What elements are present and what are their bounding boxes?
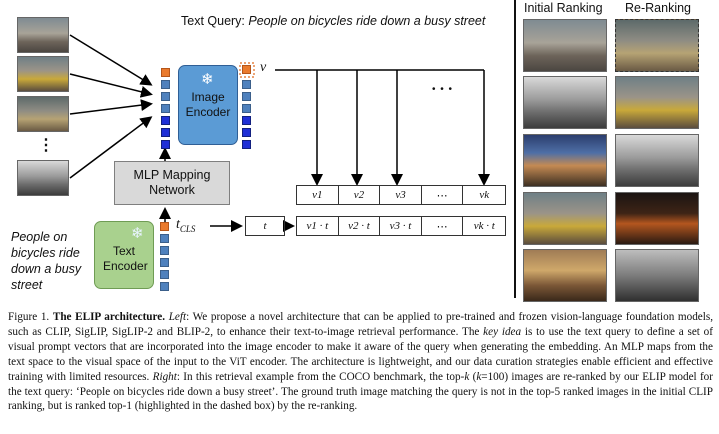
text-token-6 [160, 282, 169, 291]
output-token-2 [242, 80, 251, 89]
initial-rank-2 [523, 76, 607, 129]
mlp-label: MLP Mapping Network [133, 168, 211, 197]
caption-text-1: : We propose a novel architecture that c… [8, 311, 714, 338]
rerank-1-ground-truth [615, 19, 699, 72]
initial-rank-5 [523, 249, 607, 302]
prompt-token-1 [161, 68, 170, 77]
input-image-3 [17, 96, 69, 132]
rerank-3 [615, 134, 699, 187]
caption-left-label: Left [168, 311, 187, 323]
output-token-5 [242, 116, 251, 125]
v-row: v1 v2 v3 ⋯ vk [296, 185, 506, 205]
v-cell-1: v1 [297, 186, 339, 204]
text-encoder-label: Text Encoder [103, 244, 148, 273]
visual-prompt-token-1 [161, 116, 170, 125]
prompt-token-3 [161, 92, 170, 101]
input-image-1 [17, 17, 69, 53]
text-token-5 [160, 270, 169, 279]
caption-text-4: ( [469, 370, 477, 383]
ellipsis: • • • [432, 84, 454, 95]
vt-cell-2: v2 · t [339, 217, 381, 235]
vt-cell-3: v3 · t [380, 217, 422, 235]
v-cell-k: vk [479, 189, 490, 201]
output-token-1 [242, 65, 251, 74]
rerank-5 [615, 249, 699, 302]
visual-prompt-token-3 [161, 140, 170, 149]
figure-caption: Figure 1. The ELIP architecture. Left: W… [8, 310, 713, 414]
caption-k-var: k [464, 370, 470, 383]
initial-rank-3 [523, 134, 607, 187]
ranking-divider [514, 0, 516, 298]
v-cell-3: v3 [380, 186, 422, 204]
snowflake-icon: ❄ [131, 225, 144, 242]
vt-cell-k: vk · t [473, 220, 495, 232]
prompt-token-4 [161, 104, 170, 113]
v-cell-ellipsis: ⋯ [422, 186, 464, 204]
caption-text-3: : In this retrieval example from the COC… [176, 370, 465, 383]
caption-right-label: Right [152, 370, 177, 383]
vt-row: v1 · t v2 · t v3 · t ⋯ vk · t [296, 216, 506, 236]
query-side-text: People on bicycles ride down a busy stre… [11, 230, 82, 292]
mlp-mapping-network: MLP Mapping Network [114, 161, 230, 205]
output-token-6 [242, 128, 251, 137]
visual-prompt-token-2 [161, 128, 170, 137]
diagram-connectors [69, 34, 490, 232]
initial-rank-1 [523, 19, 607, 72]
image-to-encoder-arrows [69, 34, 153, 179]
t-cls-label: tCLS [176, 217, 195, 234]
image-encoder-label: Image Encoder [185, 90, 231, 119]
caption-key-idea: key idea [483, 325, 522, 338]
text-token-4 [160, 258, 169, 267]
snowflake-icon: ❄ [201, 71, 214, 88]
output-token-7 [242, 140, 251, 149]
output-token-4 [242, 104, 251, 113]
t-cls-subscript: CLS [179, 223, 196, 234]
v-label: v [260, 60, 267, 75]
text-token-3 [160, 246, 169, 255]
input-image-2 [17, 56, 69, 92]
text-query-label: Text Query: [181, 14, 249, 28]
caption-text-5: =100) images are re-ranked by our ELIP m… [8, 370, 714, 413]
prompt-token-2 [161, 80, 170, 89]
input-dots: ⋮ [38, 137, 54, 154]
rerank-header: Re-Ranking [625, 1, 692, 15]
caption-text-2: is to use the text query to define a set… [8, 325, 713, 383]
initial-rank-4 [523, 192, 607, 245]
text-token-cls [160, 222, 169, 231]
input-image-4 [17, 160, 69, 196]
t-box: t [245, 216, 285, 236]
v-cell-2: v2 [339, 186, 381, 204]
text-query-text: People on bicycles ride down a busy stre… [248, 14, 486, 28]
output-token-3 [242, 92, 251, 101]
t-cell: t [263, 220, 267, 232]
t-cls-main: t [176, 217, 180, 232]
rerank-2 [615, 76, 699, 129]
text-token-2 [160, 234, 169, 243]
initial-ranking-header: Initial Ranking [524, 1, 603, 15]
caption-k-eq: k [476, 370, 482, 383]
rerank-4 [615, 192, 699, 245]
text-query: Text Query: People on bicycles ride down… [181, 14, 485, 28]
caption-fig-label: Figure 1. [8, 311, 50, 323]
vt-cell-ellipsis: ⋯ [422, 217, 464, 235]
text-encoder: ❄ Text Encoder [94, 221, 154, 289]
image-encoder: ❄ Image Encoder [178, 65, 238, 145]
caption-title: The ELIP architecture. [52, 311, 166, 323]
vt-cell-1: v1 · t [297, 217, 339, 235]
